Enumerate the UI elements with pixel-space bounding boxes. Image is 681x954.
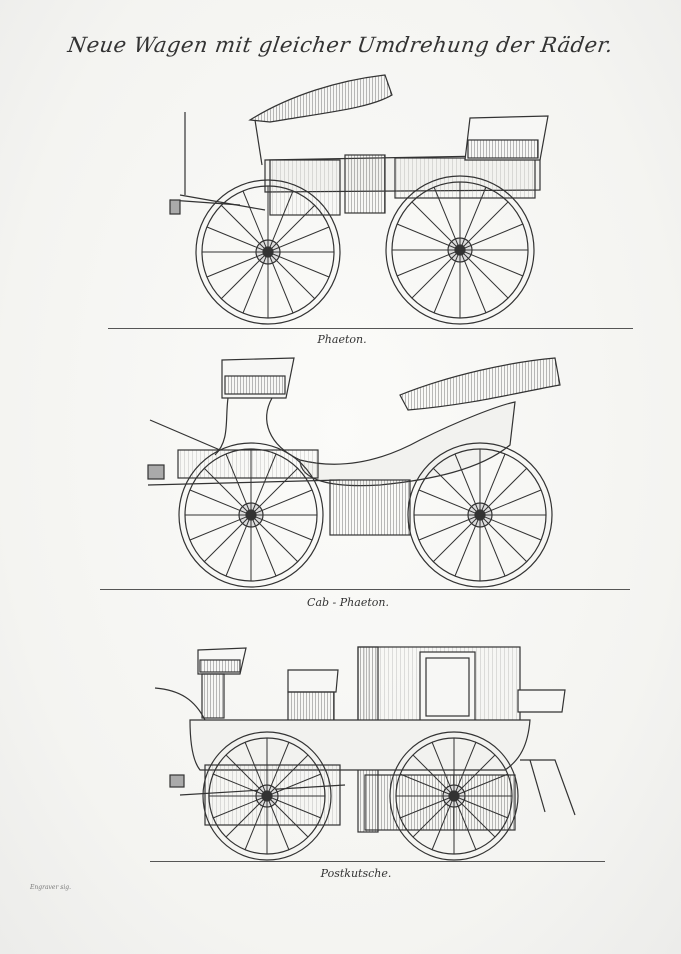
postkutsche-rear-wheel xyxy=(389,731,519,861)
cab-phaeton-body xyxy=(299,401,516,487)
caption-phaeton: Phaeton. xyxy=(317,333,367,346)
postkutsche-front-wheel xyxy=(202,731,332,861)
cab-phaeton-front-wheel xyxy=(178,442,324,588)
postkutsche-window xyxy=(419,651,476,723)
cab-phaeton-drawing xyxy=(147,357,561,588)
caption-postkutsche: Postkutsche. xyxy=(320,867,392,880)
postkutsche-drawing xyxy=(154,646,576,861)
engraver-signature: Engraver sig. xyxy=(30,884,71,891)
caption-cab-phaeton: Cab - Phaeton. xyxy=(307,596,389,609)
phaeton-drawing xyxy=(169,74,549,325)
phaeton-front-wheel xyxy=(195,179,341,325)
phaeton-hood xyxy=(248,74,393,123)
cab-phaeton-hood xyxy=(399,357,561,411)
postkutsche-ground-line xyxy=(150,861,605,862)
postkutsche-body xyxy=(189,719,531,771)
phaeton-ground-line xyxy=(108,328,633,329)
phaeton-rear-wheel xyxy=(385,175,535,325)
cab-phaeton-ground-line xyxy=(100,589,630,590)
cab-phaeton-rear-wheel xyxy=(407,442,553,588)
